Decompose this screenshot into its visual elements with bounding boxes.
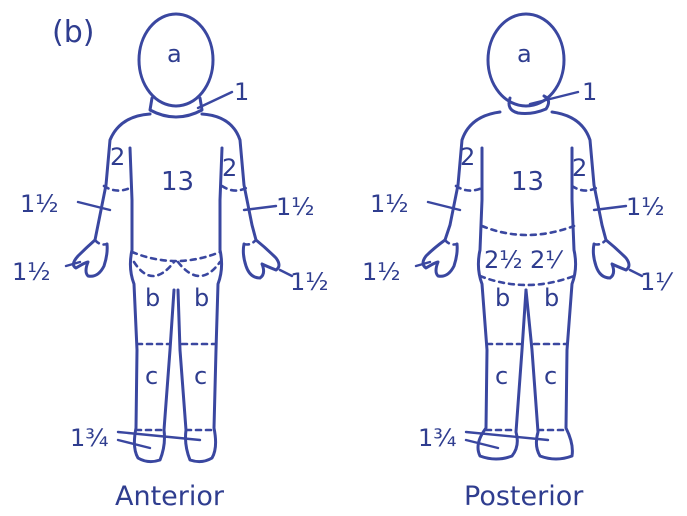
posterior-hand-left-label: 1½ <box>362 258 401 286</box>
anterior-hand-right-label: 1½ <box>290 268 329 296</box>
anterior-upper-arm-left-label: 2 <box>110 143 125 171</box>
posterior-upper-arm-left-label: 2 <box>460 143 475 171</box>
anterior-upper-arm-right-label: 2 <box>222 154 237 182</box>
anterior-forearm-left-label: 1½ <box>20 190 59 218</box>
posterior-thigh-left-label: b <box>495 284 510 312</box>
anterior-thigh-right-label: b <box>194 284 209 312</box>
posterior-upper-arm-right-label: 2 <box>572 154 587 182</box>
posterior-leg-right-label: c <box>544 362 557 390</box>
posterior-leg-left-label: c <box>495 362 508 390</box>
panel-label: (b) <box>52 15 94 50</box>
anterior-thigh-left-label: b <box>145 284 160 312</box>
anterior-trunk-label: 13 <box>161 167 194 197</box>
anterior-neck-label: 1 <box>234 78 249 106</box>
posterior-buttock-right-label: 2⅟ <box>530 246 564 274</box>
anterior-caption: Anterior <box>115 481 225 512</box>
posterior-neck-label: 1 <box>582 78 597 106</box>
anterior-leg-left-label: c <box>145 362 158 390</box>
anterior-head-label: a <box>167 40 182 68</box>
posterior-forearm-left-label: 1½ <box>370 190 409 218</box>
posterior-buttock-left-label: 2½ <box>484 246 523 274</box>
anterior-hand-left-label: 1½ <box>12 258 51 286</box>
anterior-leg-right-label: c <box>194 362 207 390</box>
posterior-trunk-label: 13 <box>511 167 544 197</box>
anterior-region-boundaries <box>95 186 256 430</box>
posterior-feet-label: 1¾ <box>418 424 457 452</box>
anterior-feet-label: 1¾ <box>70 424 109 452</box>
posterior-head-label: a <box>517 40 532 68</box>
posterior-thigh-right-label: b <box>544 284 559 312</box>
anterior-figure: a 1 2 13 2 1½ 1½ 1½ 1½ b b c c 1¾ Anteri… <box>12 14 329 512</box>
posterior-caption: Posterior <box>464 481 584 512</box>
posterior-body-outline <box>423 14 629 459</box>
posterior-figure: a 1 2 13 2 1½ 1½ 1½ 1⅟ 2½ 2⅟ b b c c 1¾ … <box>362 14 674 512</box>
posterior-hand-right-label: 1⅟ <box>640 268 674 296</box>
posterior-forearm-right-label: 1½ <box>626 193 665 221</box>
anterior-forearm-right-label: 1½ <box>276 193 315 221</box>
anterior-labels: a 1 2 13 2 1½ 1½ 1½ 1½ b b c c 1¾ <box>12 40 329 452</box>
